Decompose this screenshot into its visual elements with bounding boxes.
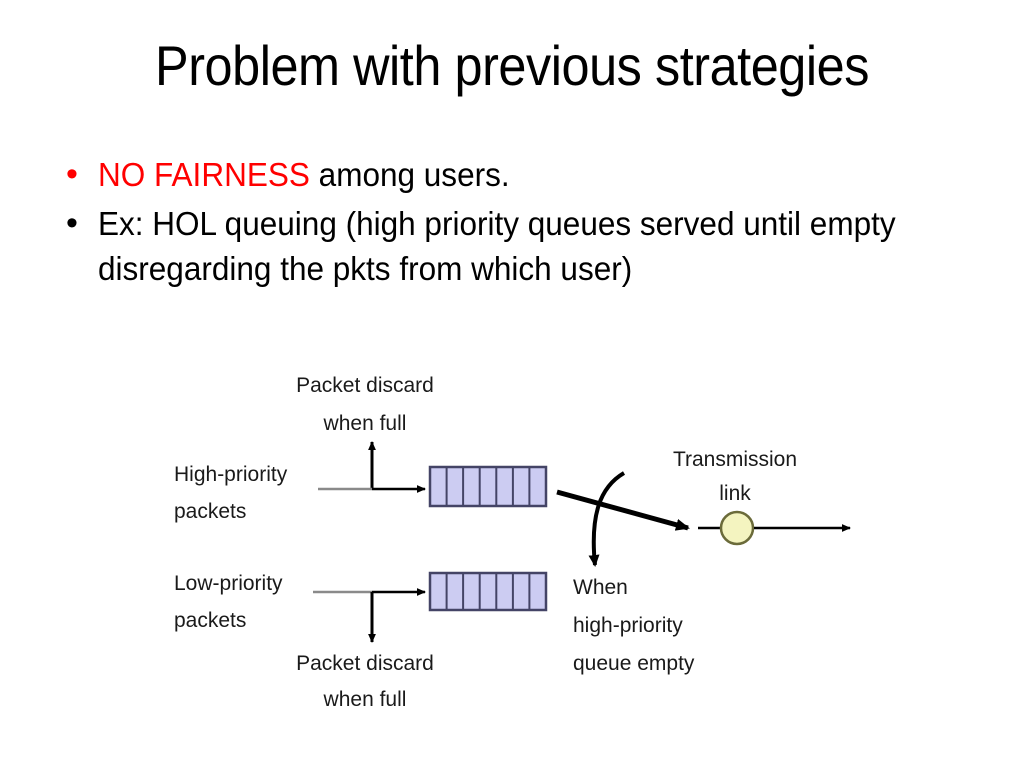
high-priority-queue-body bbox=[428, 465, 548, 508]
label-packet-discard-bottom-line1: Packet discard bbox=[296, 652, 434, 675]
label-when-empty-line3: queue empty bbox=[573, 652, 695, 675]
low-priority-queue-body bbox=[428, 571, 548, 612]
label-when-empty-line2: high-priority bbox=[573, 614, 683, 637]
label-transmission-line1: Transmission bbox=[673, 448, 797, 471]
low-priority-queue bbox=[428, 571, 548, 612]
label-low-priority-line1: Low-priority bbox=[174, 572, 283, 595]
list-item: • NO FAIRNESS among users. bbox=[58, 152, 958, 197]
transmission-link-node bbox=[719, 510, 755, 546]
label-packet-discard-top-line1: Packet discard bbox=[296, 374, 434, 397]
label-packet-discard-bottom-line2: when full bbox=[323, 688, 407, 711]
bullet-list: • NO FAIRNESS among users. • Ex: HOL que… bbox=[58, 152, 958, 295]
bullet-text: NO FAIRNESS among users. bbox=[98, 152, 919, 197]
label-transmission-line2: link bbox=[719, 482, 751, 505]
high-priority-queue bbox=[428, 465, 548, 508]
list-item: • Ex: HOL queuing (high priority queues … bbox=[58, 201, 958, 291]
bullet-marker-icon: • bbox=[66, 204, 78, 242]
label-low-priority-line2: packets bbox=[174, 609, 246, 632]
bullet-rest: among users. bbox=[309, 156, 510, 193]
bullet-highlight: NO FAIRNESS bbox=[98, 156, 310, 193]
label-when-empty-line1: When bbox=[573, 576, 628, 599]
bullet-marker-icon: • bbox=[66, 155, 78, 193]
label-packet-discard-top-line2: when full bbox=[323, 412, 407, 435]
label-high-priority-line1: High-priority bbox=[174, 463, 288, 486]
service-arrow-low-priority-curve bbox=[588, 471, 626, 567]
page-title: Problem with previous strategies bbox=[155, 34, 869, 97]
service-arrow-high-priority bbox=[556, 489, 690, 531]
bullet-text: Ex: HOL queuing (high priority queues se… bbox=[98, 205, 896, 287]
label-high-priority-line2: packets bbox=[174, 500, 246, 523]
